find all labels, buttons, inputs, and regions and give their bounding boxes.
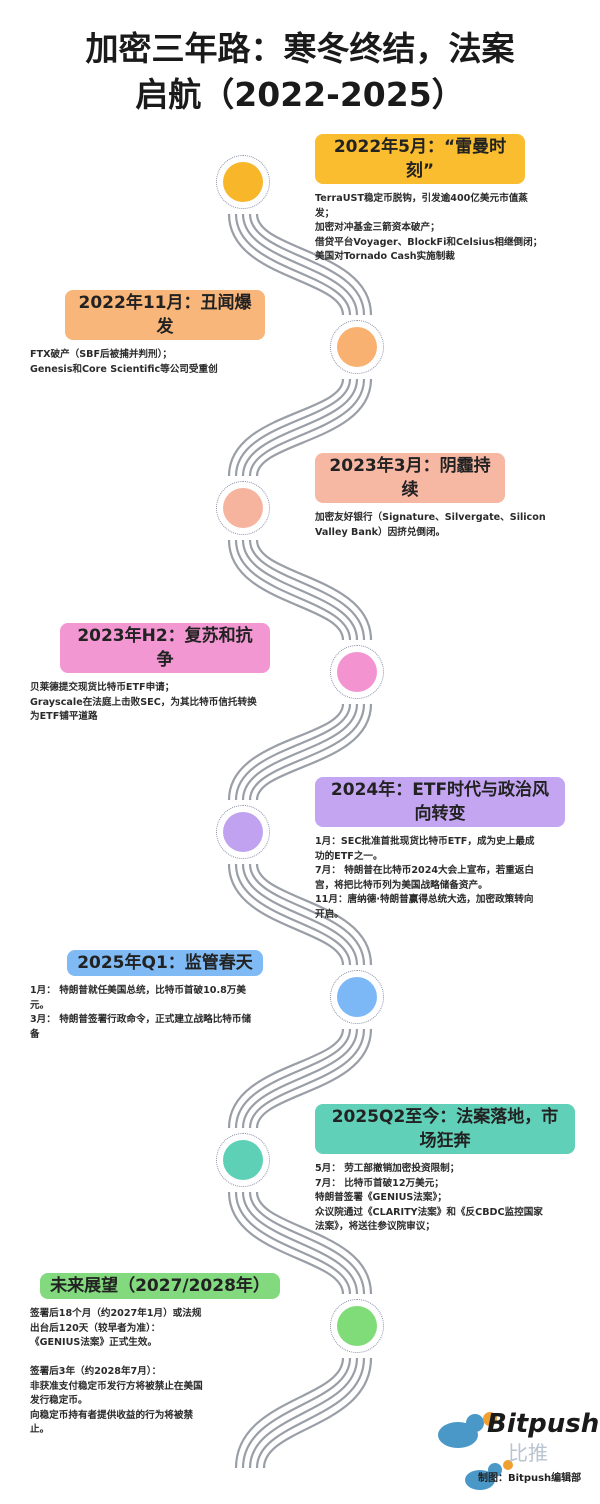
road-line — [227, 213, 345, 316]
road-line — [234, 1357, 345, 1469]
milestone-dot — [223, 1140, 263, 1180]
road-line — [234, 703, 352, 801]
timeline-event: 2023年3月：阴霾持续 加密友好银行（Signature、Silvergate… — [315, 453, 595, 540]
event-title: 2025年Q1：监管春天 — [67, 950, 263, 976]
road-line — [234, 213, 352, 316]
road-line — [234, 1028, 352, 1129]
road-line — [255, 1357, 366, 1469]
milestone-ring — [330, 970, 384, 1024]
event-title: 2024年：ETF时代与政治风向转变 — [315, 777, 565, 827]
event-title: 2022年5月：“雷曼时刻” — [315, 134, 525, 184]
milestone-dot — [223, 812, 263, 852]
road-line — [255, 863, 373, 966]
road-line — [227, 1028, 345, 1129]
road-line — [234, 378, 352, 477]
road-line — [255, 1191, 373, 1295]
road-line — [248, 1357, 359, 1469]
road-line — [248, 213, 366, 316]
timeline-event: 2023年H2：复苏和抗争 贝莱德提交现货比特币ETF申请； Grayscale… — [30, 623, 300, 725]
event-description: 5月： 劳工部撤销加密投资限制； 7月： 比特币首破12万美元； 特朗普签署《G… — [315, 1163, 543, 1232]
milestone-dot — [337, 977, 377, 1017]
road-line — [255, 378, 373, 477]
credit-text: 制图：Bitpush编辑部 — [478, 1473, 582, 1484]
event-description: 1月：SEC批准首批现货比特币ETF，成为史上最成 功的ETF之一。 7月： 特… — [315, 836, 535, 920]
milestone-ring — [216, 1133, 270, 1187]
road-line — [227, 378, 345, 477]
road-line — [227, 863, 345, 966]
road-line — [227, 539, 345, 641]
timeline-event: 2025年Q1：监管春天 1月： 特朗普就任美国总统，比特币首破10.8万美 元… — [30, 950, 300, 1042]
title-line-1: 加密三年路：寒冬终结，法案 — [85, 29, 515, 68]
event-description: FTX破产（SBF后被捕并判刑）； Genesis和Core Scientifi… — [30, 349, 218, 375]
road-line — [248, 703, 366, 801]
timeline-event: 未来展望（2027/2028年） 签署后18个月（约2027年1月）或法规 出台… — [30, 1273, 290, 1438]
timeline-event: 2025Q2至今：法案落地，市场狂奔 5月： 劳工部撤销加密投资限制； 7月： … — [315, 1104, 595, 1235]
event-description: 1月： 特朗普就任美国总统，比特币首破10.8万美 元。 3月： 特朗普签署行政… — [30, 985, 252, 1040]
road-line — [241, 863, 359, 966]
timeline-event: 2024年：ETF时代与政治风向转变 1月：SEC批准首批现货比特币ETF，成为… — [315, 777, 595, 922]
road-line — [227, 1191, 345, 1295]
event-description: 签署后18个月（约2027年1月）或法规 出台后120天（较早者为准）： 《GE… — [30, 1308, 203, 1435]
milestone-dot — [337, 652, 377, 692]
road-line — [248, 863, 366, 966]
road-line — [241, 1357, 352, 1469]
milestone-ring — [216, 155, 270, 209]
timeline-event: 2022年11月：丑闻爆发 FTX破产（SBF后被捕并判刑）； Genesis和… — [30, 290, 300, 377]
page-title: 加密三年路：寒冬终结，法案 启航（2022-2025） — [0, 26, 600, 118]
bitpush-logo — [420, 1405, 600, 1500]
milestone-dot — [337, 1306, 377, 1346]
road-line — [234, 539, 352, 641]
title-line-2: 启航（2022-2025） — [135, 75, 465, 114]
road-line — [248, 539, 366, 641]
road-line — [255, 703, 373, 801]
event-title: 2022年11月：丑闻爆发 — [65, 290, 265, 340]
milestone-dot — [223, 162, 263, 202]
road-line — [262, 1357, 373, 1469]
timeline-event: 2022年5月：“雷曼时刻” TerraUST稳定币脱钩，引发逾400亿美元市值… — [315, 134, 595, 265]
road-line — [241, 1028, 359, 1129]
road-line — [241, 1191, 359, 1295]
milestone-ring — [216, 481, 270, 535]
road-line — [227, 703, 345, 801]
road-line — [248, 378, 366, 477]
milestone-dot — [337, 327, 377, 367]
logo-text: Bitpush — [487, 1409, 600, 1439]
road-line — [234, 863, 352, 966]
event-title: 2023年H2：复苏和抗争 — [60, 623, 270, 673]
event-title: 2023年3月：阴霾持续 — [315, 453, 505, 503]
bird-icon-small — [465, 1470, 495, 1490]
road-line — [241, 539, 359, 641]
milestone-ring — [216, 805, 270, 859]
milestone-ring — [330, 645, 384, 699]
road-line — [255, 213, 373, 316]
road-line — [248, 1028, 366, 1129]
event-description: 贝莱德提交现货比特币ETF申请； Grayscale在法庭上击败SEC，为其比特… — [30, 682, 257, 722]
road-line — [241, 378, 359, 477]
road-line — [255, 539, 373, 641]
road-line — [241, 703, 359, 801]
event-title: 2025Q2至今：法案落地，市场狂奔 — [315, 1104, 575, 1154]
event-description: TerraUST稳定币脱钩，引发逾400亿美元市值蒸 发； 加密对冲基金三箭资本… — [315, 193, 543, 262]
milestone-dot — [223, 488, 263, 528]
event-description: 加密友好银行（Signature、Silvergate、Silicon Vall… — [315, 512, 546, 538]
milestone-ring — [330, 320, 384, 374]
logo-cn: 比推 — [508, 1441, 548, 1465]
road-line — [248, 1191, 366, 1295]
road-line — [255, 1028, 373, 1129]
road-line — [234, 1191, 352, 1295]
road-line — [241, 213, 359, 316]
event-title: 未来展望（2027/2028年） — [40, 1273, 280, 1299]
milestone-ring — [330, 1299, 384, 1353]
